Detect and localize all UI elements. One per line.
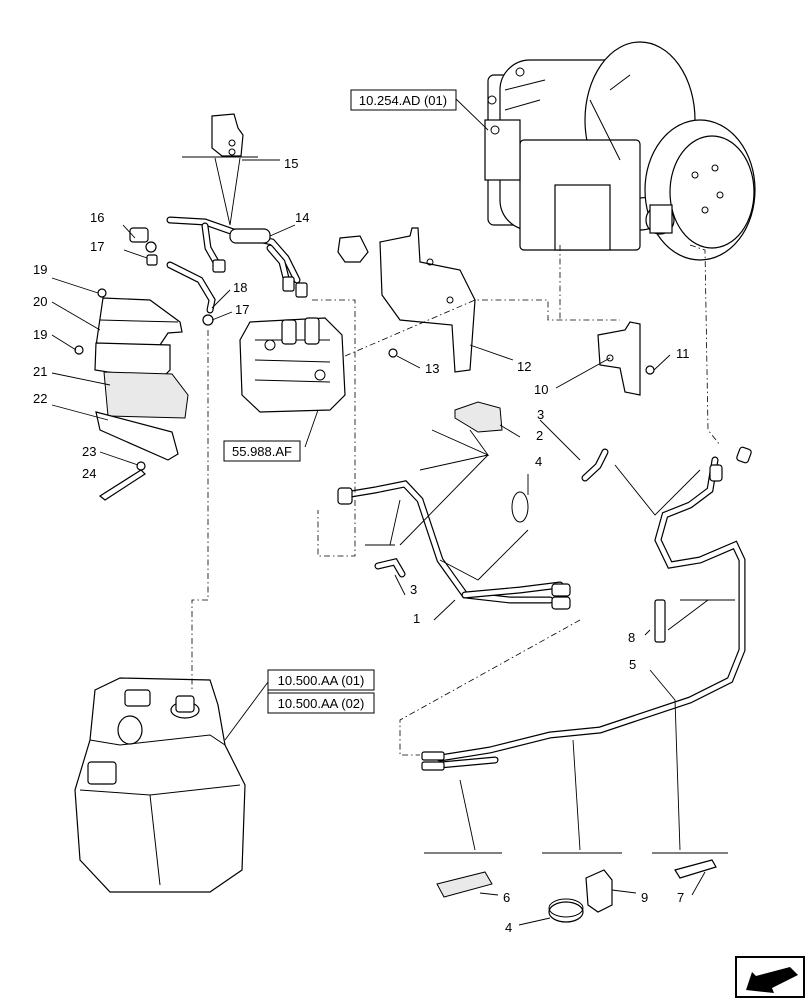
bottom-small-parts [436,859,717,923]
part-3-hose-pieces [374,448,609,578]
callout-22: 22 [33,391,47,406]
exhaust-aftertreatment-illustration [484,41,756,261]
ref-label-10-500-aa-01: 10.500.AA (01) [278,673,365,688]
callout-2: 2 [536,428,543,443]
callout-19-upper: 19 [33,262,47,277]
callout-15: 15 [284,156,298,171]
connection-lines [191,244,721,756]
callout-12: 12 [517,359,531,374]
callout-9: 9 [641,890,648,905]
callout-17-lower: 17 [235,302,249,317]
callout-21: 21 [33,364,47,379]
callout-17-upper: 17 [90,239,104,254]
callout-1: 1 [413,611,420,626]
def-supply-hoses [129,216,308,326]
ref-box-10-254-ad-01[interactable]: 10.254.AD (01) [350,89,457,111]
ref-box-10-500-aa-01[interactable]: 10.500.AA (01) [267,669,375,691]
part-10-bracket [597,321,655,396]
part-15-guard [211,113,244,157]
callout-10: 10 [534,382,548,397]
callout-18: 18 [233,280,247,295]
ref-label-10-254-ad-01: 10.254.AD (01) [359,93,447,108]
callout-24: 24 [82,466,96,481]
callout-23: 23 [82,444,96,459]
ref-box-10-500-aa-02[interactable]: 10.500.AA (02) [267,692,375,714]
ref-label-55-988-af: 55.988.AF [232,444,292,459]
ref-box-55-988-af[interactable]: 55.988.AF [223,440,301,462]
callout-3-right: 3 [537,407,544,422]
callout-8: 8 [628,630,635,645]
callout-numbers: 15 14 16 17 18 17 19 20 19 21 22 23 24 1… [33,156,690,935]
callout-13: 13 [425,361,439,376]
def-tank [74,677,246,893]
callout-20: 20 [33,294,47,309]
part-12-bracket [337,227,476,373]
next-page-arrow-icon[interactable] [735,956,805,998]
ref-label-10-500-aa-02: 10.500.AA (02) [278,696,365,711]
callout-14: 14 [295,210,309,225]
callout-4-upper: 4 [535,454,542,469]
callout-5: 5 [629,657,636,672]
callout-3-left: 3 [410,582,417,597]
callout-6: 6 [503,890,510,905]
callout-11: 11 [676,346,690,361]
callout-7: 7 [677,890,684,905]
callout-4-lower: 4 [505,920,512,935]
callout-16: 16 [90,210,104,225]
pump-mounting-bracket-assembly [74,288,189,501]
part-5-def-line [421,446,752,771]
part-1-def-line [337,401,571,610]
callout-19-lower: 19 [33,327,47,342]
def-pump-unit [239,317,346,413]
leader-lines [51,97,735,926]
